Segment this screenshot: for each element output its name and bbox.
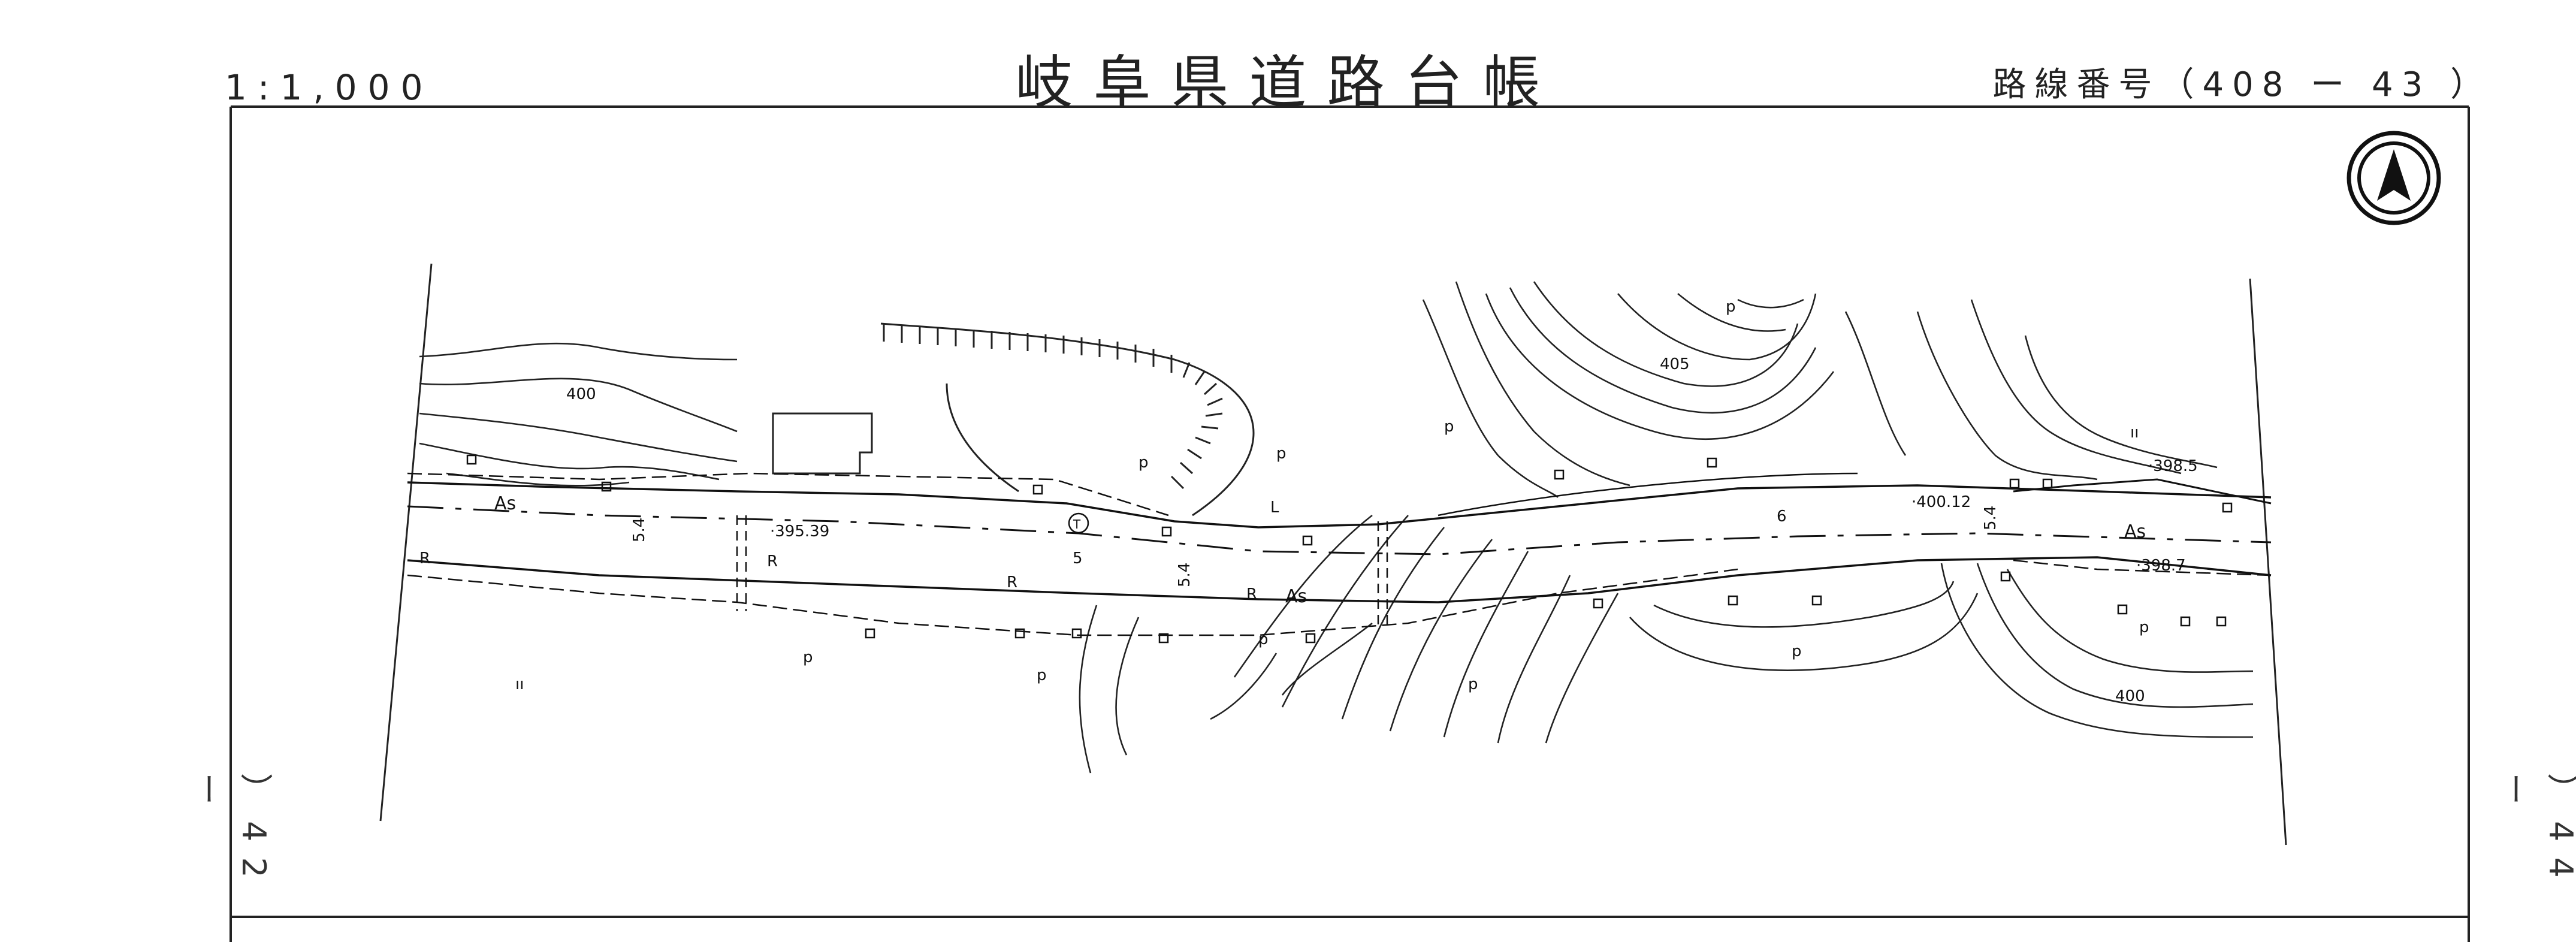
slope-hatching <box>883 324 1223 490</box>
route-number: 路線番号（408 ー 43 ） <box>1992 65 2492 104</box>
field-symbol: p <box>1444 418 1454 436</box>
surface-label: As <box>1285 586 1307 607</box>
adjacent-sheet-left: ）42 ー <box>188 773 273 893</box>
elevation-point: ·400.12 <box>1911 493 1971 511</box>
station-number: 6 <box>1777 508 1787 526</box>
field-symbol: p <box>1276 445 1287 463</box>
field-symbol: p <box>1792 642 1802 660</box>
field-symbol: p <box>1258 630 1269 648</box>
surface-label: As <box>2124 521 2146 542</box>
field-symbol: p <box>1726 298 1736 316</box>
map-symbol-label: L <box>1270 499 1279 517</box>
contour-label: 400 <box>2115 687 2145 705</box>
map-symbol-label: R <box>1246 585 1257 603</box>
structures <box>772 322 1255 517</box>
drawing-boundaries <box>379 263 2287 846</box>
road-width: 5.4 <box>630 518 648 542</box>
field-symbol: p <box>803 648 813 666</box>
field-symbol: p <box>1468 675 1478 693</box>
elevation-point: ·398.5 <box>2148 457 2198 475</box>
adjacent-sheet-right: ）44 ー <box>2495 773 2576 893</box>
north-arrow-icon <box>2347 131 2441 225</box>
contour-label: 405 <box>1660 355 1690 373</box>
contour-label: 400 <box>566 385 596 403</box>
map-frame <box>229 105 2470 942</box>
map-symbol-label: R <box>767 552 778 570</box>
contour-lines <box>419 281 2254 774</box>
map-symbol-label: T <box>1073 517 1081 532</box>
field-symbol: p <box>1037 666 1047 684</box>
map-title: 岐阜県道路台帳 <box>1015 49 1561 116</box>
elevation-point: ·398.7 <box>2136 557 2186 575</box>
field-symbol: ıı <box>515 675 524 693</box>
map-labels: 400 405 400 As As As ·395.39 ·400.12 ·39… <box>419 298 2198 705</box>
road-width: 5.4 <box>1982 506 2000 530</box>
map-scale: 1:1,000 <box>225 67 434 108</box>
road <box>407 472 2272 636</box>
field-symbol: p <box>1138 454 1149 472</box>
map-symbol-label: R <box>419 550 430 567</box>
field-symbol: ıı <box>2130 424 2139 442</box>
field-symbol: p <box>2139 618 2149 636</box>
road-width: 5.4 <box>1176 563 1194 587</box>
station-number: 5 <box>1073 550 1083 567</box>
map-symbols <box>466 454 2233 644</box>
surface-label: As <box>494 493 516 514</box>
elevation-point: ·395.39 <box>770 523 829 541</box>
map-symbol-label: R <box>1007 573 1017 591</box>
